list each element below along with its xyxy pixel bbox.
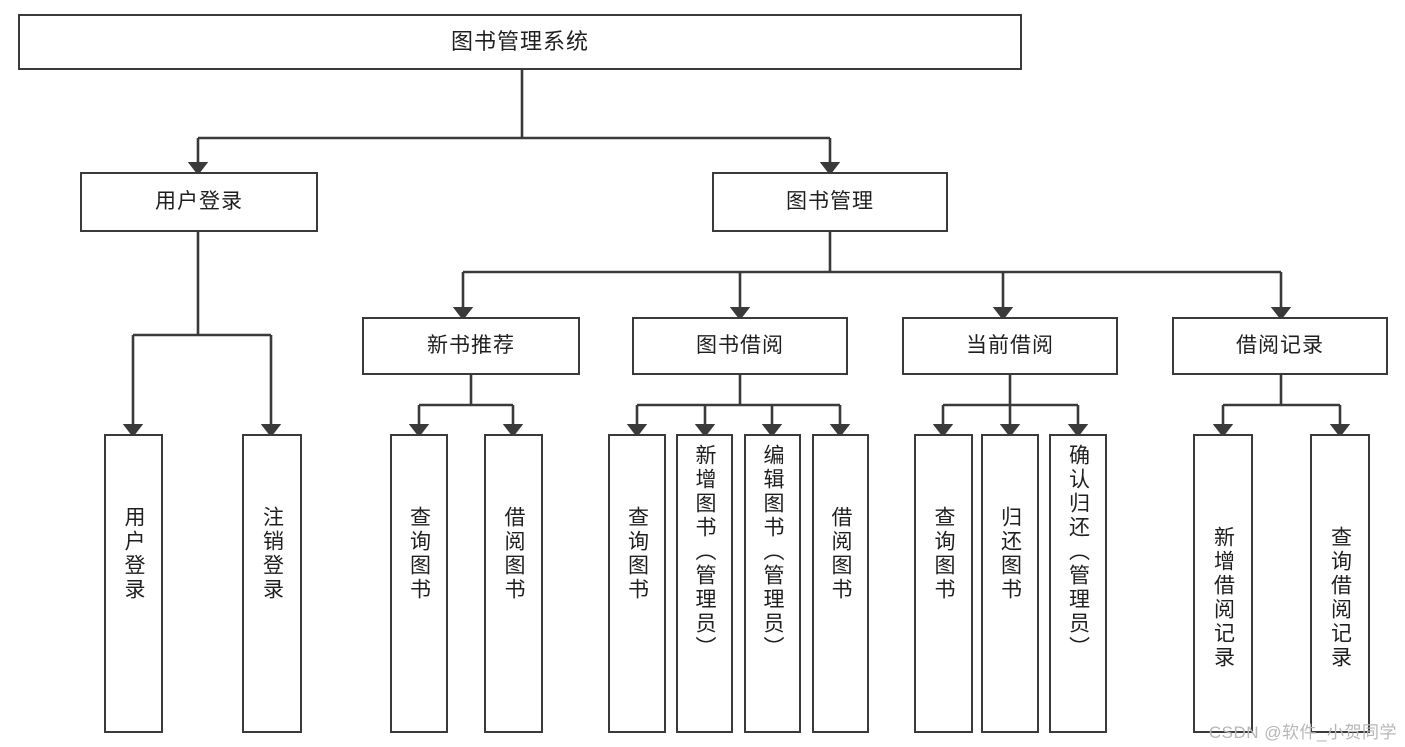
node-leaf-add-book[interactable]: 新增图书（管理员）	[676, 434, 733, 733]
node-leaf-edit-book[interactable]: 编辑图书（管理员）	[744, 434, 801, 733]
watermark-text: CSDN @软件_小贺同学	[1208, 723, 1397, 742]
node-new-book-recommend-label: 新书推荐	[427, 333, 515, 357]
node-leaf-edit-book-label: 编辑图书（管理员）	[761, 444, 784, 660]
node-book-borrow-label: 图书借阅	[696, 333, 784, 357]
node-new-book-recommend[interactable]: 新书推荐	[362, 317, 580, 375]
node-leaf-add-record-label: 新增借阅记录	[1211, 526, 1235, 670]
node-leaf-user-login[interactable]: 用户登录	[104, 434, 163, 733]
node-leaf-return-book-label: 归还图书	[998, 506, 1022, 602]
node-leaf-add-record[interactable]: 新增借阅记录	[1193, 434, 1253, 733]
node-leaf-query-book-3-label: 查询图书	[932, 506, 955, 602]
node-book-manage-label: 图书管理	[786, 189, 874, 213]
node-leaf-query-book-1-label: 查询图书	[407, 506, 431, 602]
node-leaf-borrow-book-1[interactable]: 借阅图书	[484, 434, 543, 733]
node-leaf-borrow-book-2-label: 借阅图书	[829, 506, 852, 602]
node-current-borrow-label: 当前借阅	[966, 333, 1054, 357]
node-leaf-user-login-label: 用户登录	[122, 506, 145, 602]
node-leaf-query-book-3[interactable]: 查询图书	[914, 434, 973, 733]
node-root-book-management-system[interactable]: 图书管理系统	[18, 14, 1022, 70]
node-borrow-record-label: 借阅记录	[1236, 333, 1324, 357]
node-leaf-borrow-book-1-label: 借阅图书	[502, 506, 525, 602]
node-root-label: 图书管理系统	[450, 29, 589, 55]
node-leaf-return-book[interactable]: 归还图书	[981, 434, 1039, 733]
node-current-borrow[interactable]: 当前借阅	[902, 317, 1118, 375]
node-leaf-borrow-book-2[interactable]: 借阅图书	[812, 434, 869, 733]
node-leaf-confirm-return-label: 确认归还（管理员）	[1066, 444, 1090, 660]
node-leaf-query-book-1[interactable]: 查询图书	[390, 434, 448, 733]
node-book-manage[interactable]: 图书管理	[712, 172, 948, 232]
node-leaf-confirm-return[interactable]: 确认归还（管理员）	[1049, 434, 1107, 733]
node-user-login[interactable]: 用户登录	[80, 172, 318, 232]
node-user-login-label: 用户登录	[155, 189, 243, 213]
node-leaf-add-book-label: 新增图书（管理员）	[693, 444, 716, 660]
node-leaf-query-record-label: 查询借阅记录	[1328, 526, 1352, 670]
node-book-borrow[interactable]: 图书借阅	[632, 317, 848, 375]
node-borrow-record[interactable]: 借阅记录	[1172, 317, 1388, 375]
node-leaf-logout-login[interactable]: 注销登录	[242, 434, 302, 733]
node-leaf-query-record[interactable]: 查询借阅记录	[1310, 434, 1370, 733]
node-leaf-query-book-2[interactable]: 查询图书	[608, 434, 666, 733]
node-leaf-query-book-2-label: 查询图书	[625, 506, 649, 602]
node-leaf-logout-login-label: 注销登录	[260, 506, 284, 602]
